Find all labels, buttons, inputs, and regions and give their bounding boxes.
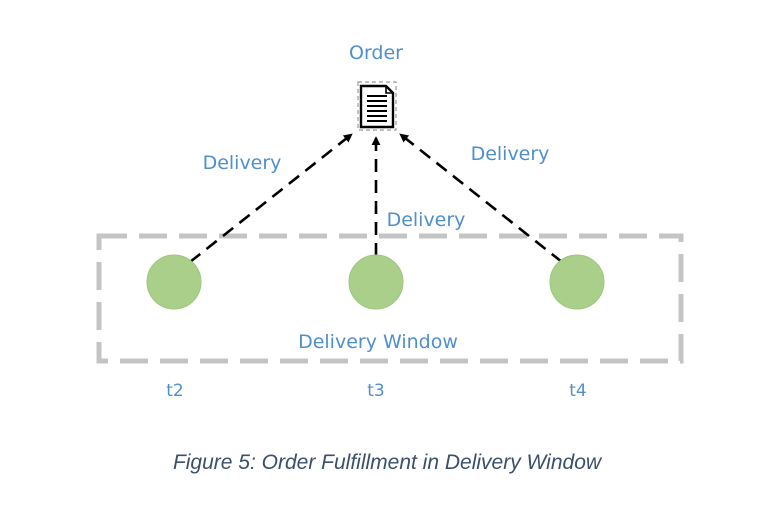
node-t2 [146, 254, 202, 310]
delivery-window-label: Delivery Window [298, 331, 458, 353]
order-label: Order [349, 42, 403, 64]
delivery-window-border [96, 233, 684, 364]
delivery-label-t2: Delivery [203, 152, 282, 174]
node-label-t2: t2 [166, 381, 183, 401]
delivery-label-t3: Delivery [387, 209, 466, 231]
document-icon [357, 81, 397, 131]
delivery-arrow-t2 [189, 132, 353, 264]
figure-caption: Figure 5: Order Fulfillment in Delivery … [173, 451, 603, 474]
node-t3 [348, 254, 404, 310]
node-label-t4: t4 [569, 381, 586, 401]
delivery-arrow-t4 [399, 132, 563, 264]
node-t4 [549, 254, 605, 310]
node-label-t3: t3 [367, 381, 384, 401]
delivery-label-t4: Delivery [471, 143, 550, 165]
